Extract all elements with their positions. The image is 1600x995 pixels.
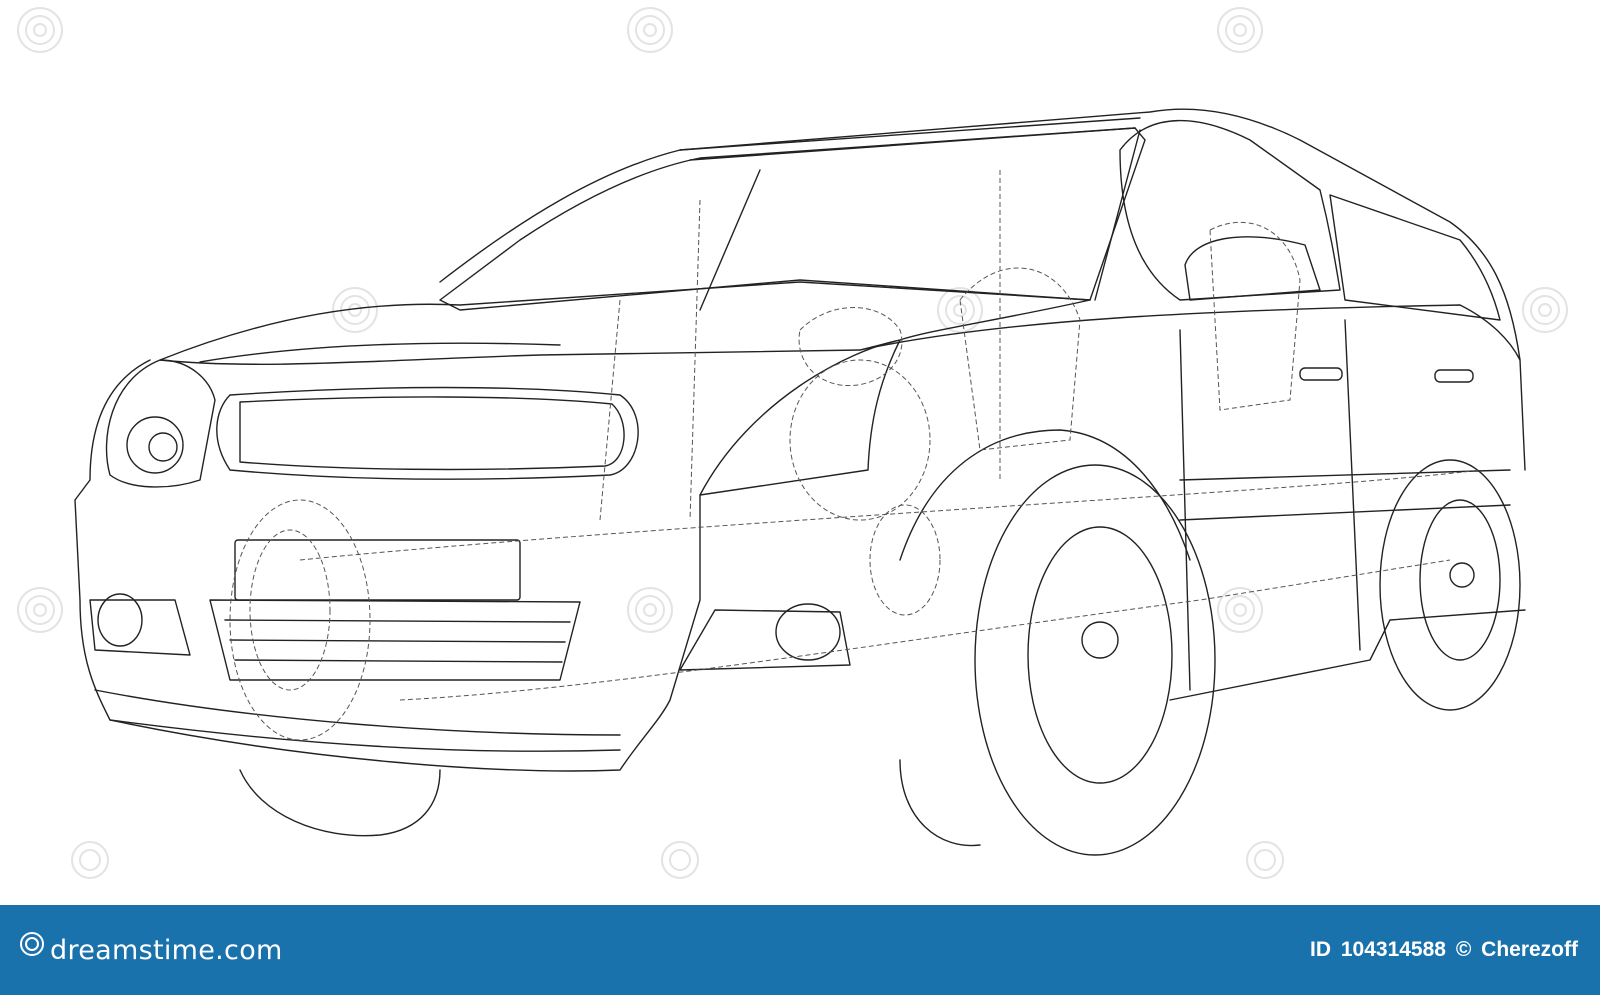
rocker-panel xyxy=(1169,609,1526,701)
upper-grille-inner xyxy=(239,396,625,471)
door-seam xyxy=(1179,319,1361,691)
license-plate xyxy=(234,539,521,601)
hidden-pillar-lines xyxy=(599,170,1001,521)
right-fog-lamp xyxy=(775,603,841,661)
left-fog-lamp-housing xyxy=(89,599,191,656)
front-wheel-hub xyxy=(1081,621,1119,659)
lower-bumper-line xyxy=(94,689,621,752)
rear-wheel-rim xyxy=(1419,499,1501,661)
id-number: 104314588 xyxy=(1340,938,1446,961)
front-bumper xyxy=(74,359,701,772)
brand-wordmark: dreamstime.com xyxy=(50,934,283,966)
hood xyxy=(159,281,1091,365)
fender xyxy=(699,339,901,496)
hidden-brake-disc xyxy=(869,504,941,616)
door-belt-line xyxy=(1179,469,1511,521)
hidden-engine-assembly xyxy=(789,359,931,521)
author-name: Cherezoff xyxy=(1481,938,1578,961)
hidden-interior-seat xyxy=(959,267,1081,451)
front-wheel-tire xyxy=(974,464,1216,856)
footer-bar: dreamstime.com ID 104314588 © Cherezoff xyxy=(0,905,1600,995)
hood-crease xyxy=(199,342,561,363)
hidden-exhaust-line xyxy=(399,559,1451,701)
rear-wheel-tire xyxy=(1379,459,1521,711)
hidden-front-wheel-left xyxy=(229,499,371,741)
door-handle-front xyxy=(1299,367,1343,381)
upper-grille xyxy=(216,386,639,480)
front-right-tire-rear-edge xyxy=(899,759,981,847)
swirl-logo-icon xyxy=(20,932,44,956)
front-left-tire xyxy=(239,769,441,837)
brand-logo-group: dreamstime.com xyxy=(18,932,283,966)
side-window xyxy=(1119,119,1341,301)
rear-quarter-window xyxy=(1329,194,1501,321)
image-credit: ID 104314588 © Cherezoff xyxy=(1306,938,1578,962)
body-side-line xyxy=(859,304,1521,361)
roof-outline xyxy=(439,108,1526,471)
rear-wheel-hub xyxy=(1449,562,1475,588)
headlight-lens-inner xyxy=(148,432,178,462)
hidden-front-wheel-left-inner xyxy=(249,529,331,691)
car-wireframe-drawing xyxy=(74,108,1526,856)
lower-grille xyxy=(209,599,581,681)
hidden-interior-seat-rear xyxy=(1209,221,1301,411)
left-fog-lamp xyxy=(97,593,143,647)
side-mirror xyxy=(1184,236,1321,301)
a-pillar xyxy=(699,129,1141,311)
id-label: ID xyxy=(1310,938,1332,961)
headlight-lens xyxy=(126,416,184,474)
hidden-steering-wheel xyxy=(798,307,903,387)
hidden-chassis-line xyxy=(299,469,1481,561)
roof-rail xyxy=(679,117,1141,161)
front-wheel-arch xyxy=(899,429,1191,561)
windshield xyxy=(439,127,1146,311)
right-fog-lamp-housing xyxy=(679,609,851,671)
door-handle-rear xyxy=(1434,369,1474,383)
front-wheel-rim xyxy=(1027,526,1173,784)
copyright-symbol: © xyxy=(1455,938,1472,961)
headlight xyxy=(105,359,216,488)
